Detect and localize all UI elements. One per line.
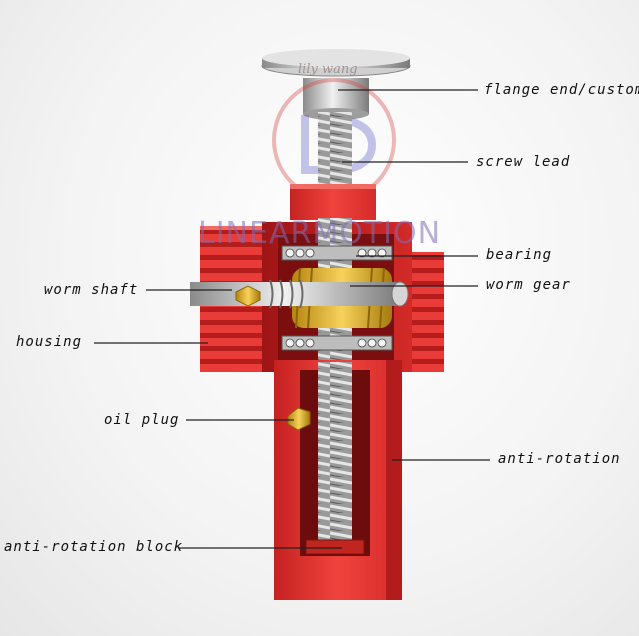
label-anti-rotation-block: anti-rotation block	[4, 539, 184, 555]
top-cover	[290, 184, 376, 220]
label-flange-end: flange end/custom	[484, 82, 639, 98]
label-worm-gear: worm gear	[486, 277, 571, 293]
label-worm-shaft: worm shaft	[44, 282, 139, 298]
label-anti-rotation: anti-rotation	[498, 451, 621, 467]
label-housing: housing	[16, 334, 83, 350]
label-screw-lead: screw lead	[476, 154, 571, 170]
label-bearing: bearing	[486, 247, 553, 263]
oil-plug-upper	[235, 285, 261, 307]
anti-rotation-block-part	[305, 539, 365, 555]
signature-watermark: lily wang	[298, 62, 358, 77]
flange-end	[261, 49, 411, 120]
brand-watermark: LINEARMOTION	[198, 216, 442, 251]
oil-plug-lower	[287, 407, 311, 431]
screw-lead-lower	[318, 362, 352, 548]
bearing-lower	[281, 335, 393, 351]
worm-shaft	[190, 279, 409, 309]
screw-lead-upper	[318, 112, 352, 192]
label-oil-plug: oil plug	[104, 412, 180, 428]
